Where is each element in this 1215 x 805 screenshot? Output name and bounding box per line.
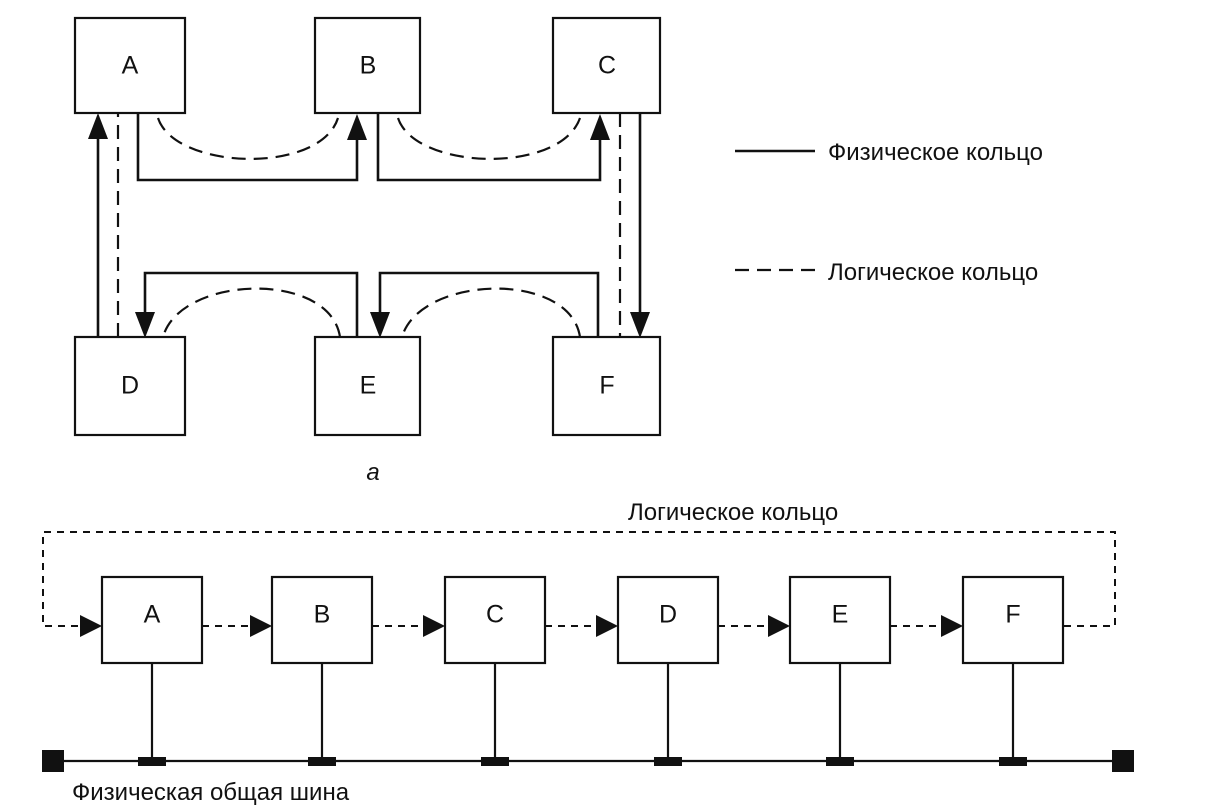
bus-topology-figure: Логическое кольцо A B C D E F Физическая обща… xyxy=(42,499,1134,805)
node-d-label: D xyxy=(121,372,139,400)
phys-arrowhead-f xyxy=(630,312,650,338)
phys-link-b-c xyxy=(376,113,602,182)
node-a: A xyxy=(73,16,187,115)
node-f-label: F xyxy=(599,372,614,400)
phys-arrowhead-b xyxy=(347,114,367,140)
bus-node-box xyxy=(616,575,720,665)
bus-tap xyxy=(308,757,336,766)
node-c-label: C xyxy=(598,52,616,80)
phys-arrowhead-e xyxy=(370,312,390,338)
bus-tap xyxy=(481,757,509,766)
phys-link-a-b xyxy=(136,113,359,182)
bus-node-box xyxy=(100,575,204,665)
logical-link-arrowhead xyxy=(941,615,963,637)
bus-node-box xyxy=(961,575,1065,665)
node-b-label: B xyxy=(360,52,377,80)
bus-node-label: E xyxy=(832,601,849,629)
bus-node-label: F xyxy=(1005,601,1020,629)
logic-arc-e-d xyxy=(161,287,342,338)
node-a-label: A xyxy=(122,52,139,80)
bus-label: Физическая общая шина xyxy=(72,779,350,805)
bus-node-d: D xyxy=(616,575,720,766)
bus-node-label: D xyxy=(659,601,677,629)
logic-arc-b-c xyxy=(396,117,582,160)
logic-arc-f-e xyxy=(400,287,582,338)
figure-caption-a: a xyxy=(366,459,379,486)
ring-topology-figure: A B C D E F a xyxy=(73,16,662,486)
phys-link-f-e xyxy=(378,271,600,337)
bus-tap xyxy=(826,757,854,766)
node-b: B xyxy=(313,16,422,115)
phys-arrowhead-c xyxy=(590,114,610,140)
node-d: D xyxy=(73,335,187,437)
bus-terminator-left xyxy=(42,750,64,772)
bus-node-label: B xyxy=(314,601,331,629)
legend: Физическое кольцо Логическое кольцо xyxy=(735,139,1043,286)
bus-node-box xyxy=(270,575,374,665)
bus-node-a: A xyxy=(100,575,204,766)
bus-tap xyxy=(654,757,682,766)
bus-nodes: A B C D E F xyxy=(100,575,1065,766)
phys-arrowhead-d xyxy=(135,312,155,338)
bus-tap xyxy=(138,757,166,766)
bus-tap xyxy=(999,757,1027,766)
bus-node-b: B xyxy=(270,575,374,766)
bus-terminator-right xyxy=(1112,750,1134,772)
phys-link-e-d xyxy=(143,271,359,337)
arrowhead-into-a xyxy=(80,615,102,637)
phys-arrowhead-a xyxy=(88,113,108,139)
node-e: E xyxy=(313,335,422,437)
physical-ring-paths xyxy=(88,113,650,338)
node-e-label: E xyxy=(360,372,377,400)
legend-physical-label: Физическое кольцо xyxy=(828,139,1043,166)
bus-node-c: C xyxy=(443,575,547,766)
legend-logical-label: Логическое кольцо xyxy=(828,259,1038,286)
bus-node-box xyxy=(443,575,547,665)
logical-ring-paths xyxy=(116,113,622,338)
bus-node-e: E xyxy=(788,575,892,766)
logical-link-arrowhead xyxy=(768,615,790,637)
node-c: C xyxy=(551,16,662,115)
bus-node-label: C xyxy=(486,601,504,629)
logical-ring-label: Логическое кольцо xyxy=(628,499,838,526)
logical-link-arrowhead xyxy=(423,615,445,637)
bus-node-label: A xyxy=(144,601,161,629)
bus-node-f: F xyxy=(961,575,1065,766)
node-f: F xyxy=(551,335,662,437)
logical-ring-return-path xyxy=(42,531,1116,627)
bus-node-box xyxy=(788,575,892,665)
logical-link-arrowhead xyxy=(250,615,272,637)
logical-link-arrowhead xyxy=(596,615,618,637)
logic-arc-a-b xyxy=(156,117,340,160)
